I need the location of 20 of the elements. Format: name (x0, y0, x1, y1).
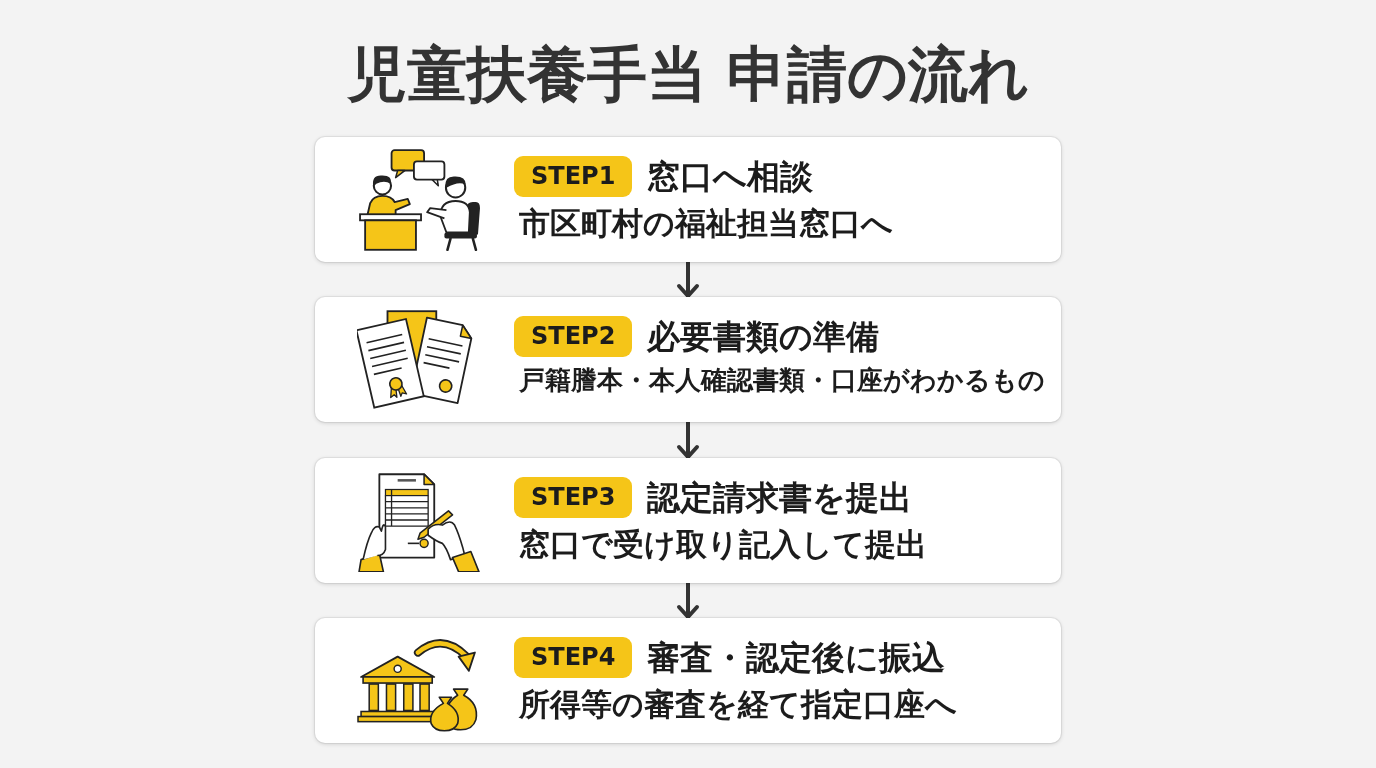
arrow (677, 262, 699, 298)
step-title: 認定請求書を提出 (647, 477, 913, 518)
step-description: 戸籍謄本・本人確認書類・口座がわかるもの (519, 365, 1045, 397)
step-description: 窓口で受け取り記入して提出 (519, 526, 927, 564)
step-badge: STEP1 (514, 156, 633, 197)
step-title: 必要書類の準備 (647, 316, 880, 357)
step-description: 市区町村の福祉担当窓口へ (519, 205, 893, 243)
diagram-title: 児童扶養手当 申請の流れ (346, 38, 1030, 110)
step-card (315, 618, 1061, 743)
step-badge: STEP3 (514, 477, 633, 518)
arrow (677, 583, 699, 619)
step-title: 審査・認定後に振込 (647, 637, 946, 678)
step-description: 所得等の審査を経て指定口座へ (519, 686, 957, 724)
step-title: 窓口へ相談 (647, 156, 814, 197)
step-badge: STEP2 (514, 316, 633, 357)
step-card (315, 458, 1061, 583)
step-card (315, 137, 1061, 262)
step-badge: STEP4 (514, 637, 633, 678)
step-card (315, 297, 1061, 422)
arrow (677, 422, 699, 459)
